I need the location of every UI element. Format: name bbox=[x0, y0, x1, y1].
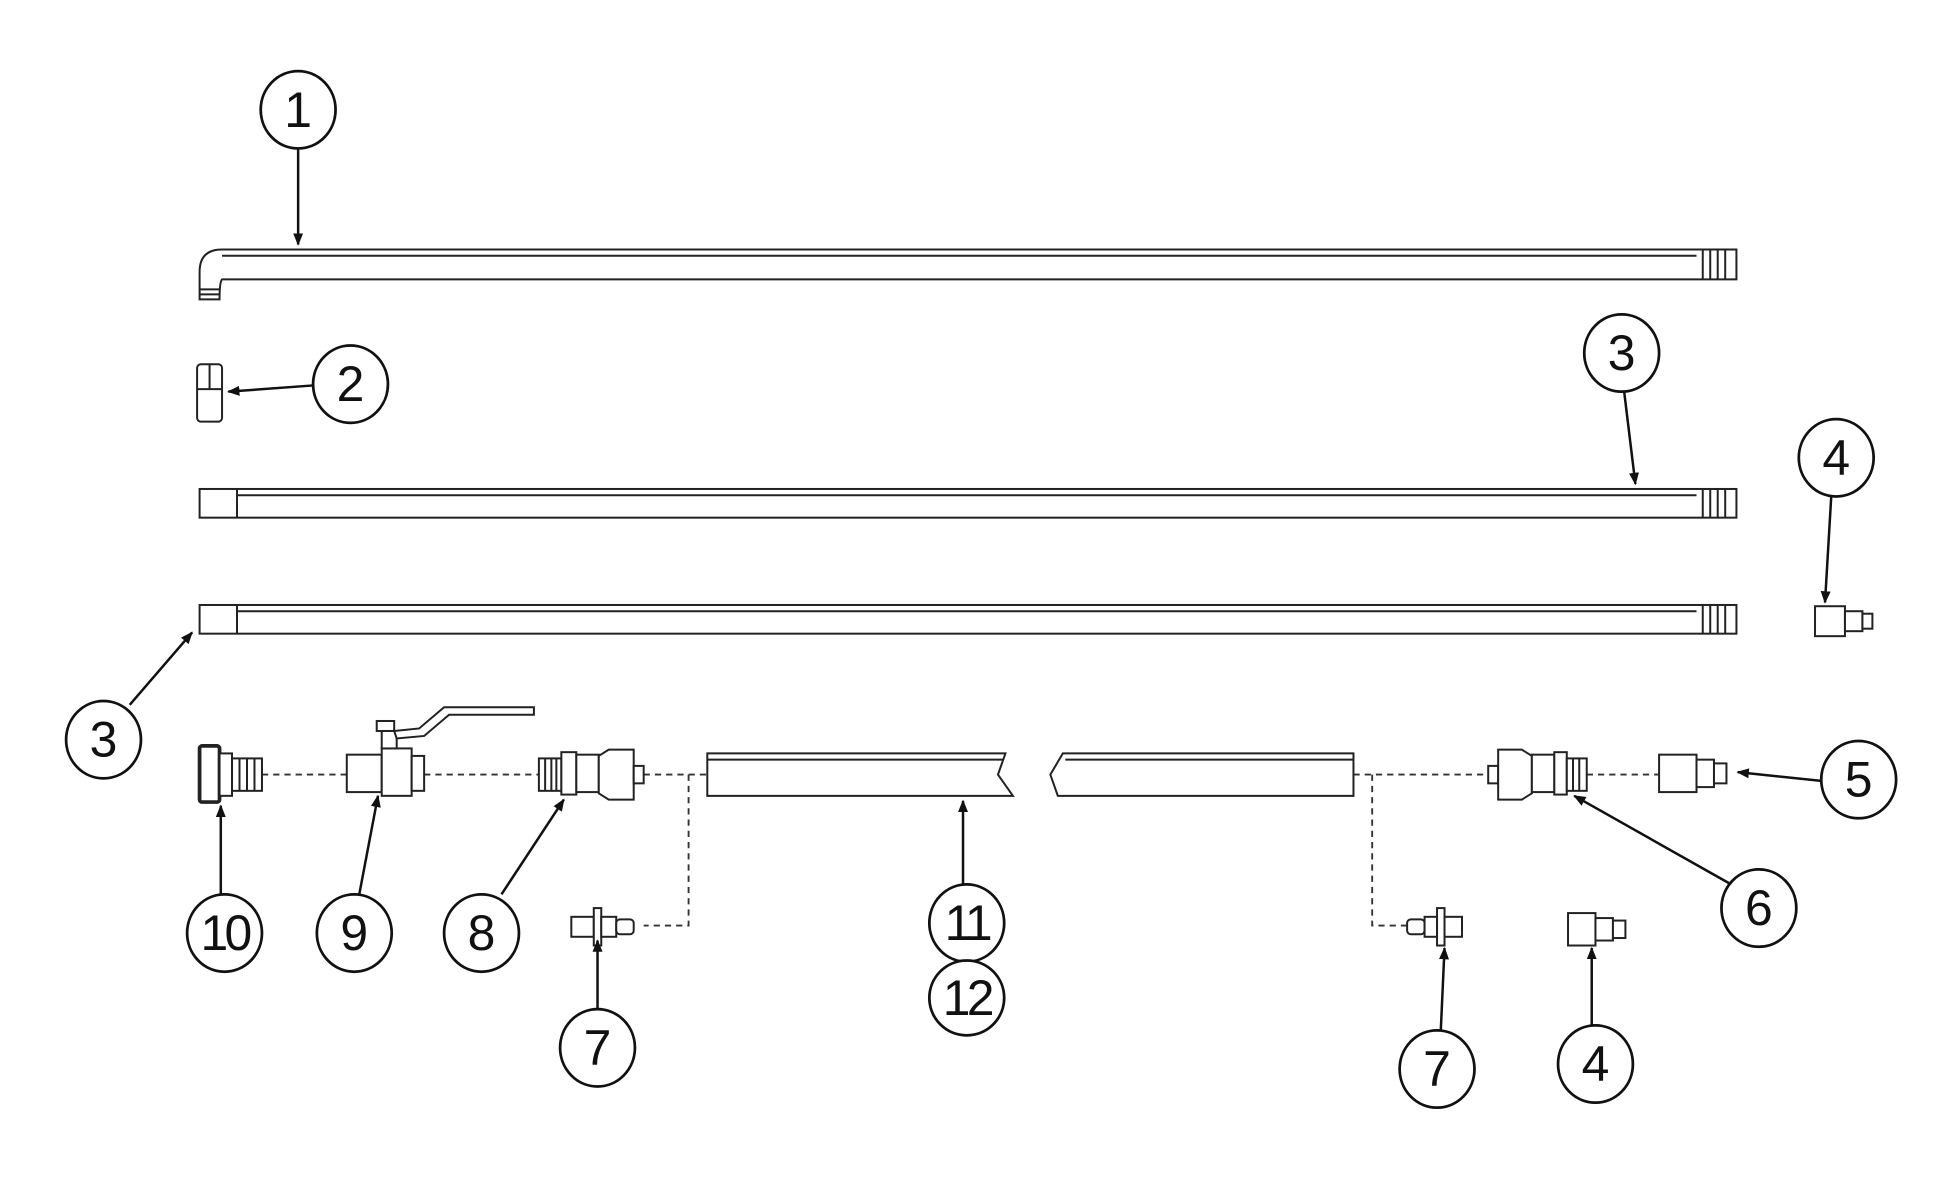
callout-9: 9 bbox=[315, 892, 394, 974]
callout-label: 2 bbox=[337, 356, 365, 412]
callout-3-upper: 3 bbox=[1582, 312, 1661, 394]
callout-5: 5 bbox=[1819, 739, 1898, 820]
callout-label: 8 bbox=[468, 905, 496, 961]
callout-4-bottom: 4 bbox=[1556, 1023, 1635, 1105]
callout-1: 1 bbox=[259, 69, 337, 150]
callout-7-left: 7 bbox=[558, 1007, 637, 1088]
part-5-coupler bbox=[1658, 753, 1728, 794]
callout-label: 12 bbox=[943, 970, 993, 1026]
callout-label: 6 bbox=[1745, 880, 1773, 936]
part-4-coupler-top bbox=[1814, 605, 1874, 638]
callout-label: 5 bbox=[1845, 752, 1873, 808]
callout-label: 1 bbox=[284, 82, 312, 138]
callout-label: 7 bbox=[1423, 1041, 1451, 1097]
callout-label: 4 bbox=[1582, 1036, 1610, 1092]
callout-label: 10 bbox=[201, 905, 251, 961]
callout-10: 10 bbox=[185, 892, 264, 974]
callout-8: 8 bbox=[442, 892, 521, 974]
callout-7-right: 7 bbox=[1398, 1028, 1476, 1110]
callout-4-top: 4 bbox=[1797, 417, 1876, 498]
callout-11: 11 bbox=[927, 883, 1006, 964]
callout-2: 2 bbox=[311, 344, 390, 425]
callout-label: 3 bbox=[90, 712, 118, 768]
part-11-hose bbox=[706, 752, 1355, 797]
assembly-dashed-lines bbox=[261, 773, 1660, 927]
callout-label: 7 bbox=[584, 1020, 612, 1076]
leader-arrows bbox=[128, 148, 1833, 1031]
callout-label: 3 bbox=[1608, 325, 1636, 381]
part-7-fitting-left bbox=[570, 907, 635, 947]
callout-label: 9 bbox=[340, 905, 368, 961]
part-8-fitting bbox=[537, 748, 645, 801]
part-2-tip bbox=[196, 363, 224, 423]
callout-6: 6 bbox=[1720, 868, 1798, 949]
callout-12: 12 bbox=[927, 959, 1006, 1037]
part-10-fitting bbox=[197, 744, 263, 804]
part-4-coupler-bottom bbox=[1567, 912, 1627, 947]
part-6-fitting bbox=[1487, 748, 1588, 801]
part-3-rod-upper bbox=[198, 487, 1738, 519]
callout-label: 11 bbox=[945, 895, 991, 951]
callout-3-lower: 3 bbox=[64, 699, 143, 780]
part-1-bent-rod bbox=[198, 248, 1738, 301]
part-9-ball-valve bbox=[345, 706, 535, 797]
part-7-fitting-right bbox=[1406, 907, 1463, 947]
part-3-rod-lower bbox=[198, 603, 1738, 635]
callout-label: 4 bbox=[1822, 430, 1850, 486]
